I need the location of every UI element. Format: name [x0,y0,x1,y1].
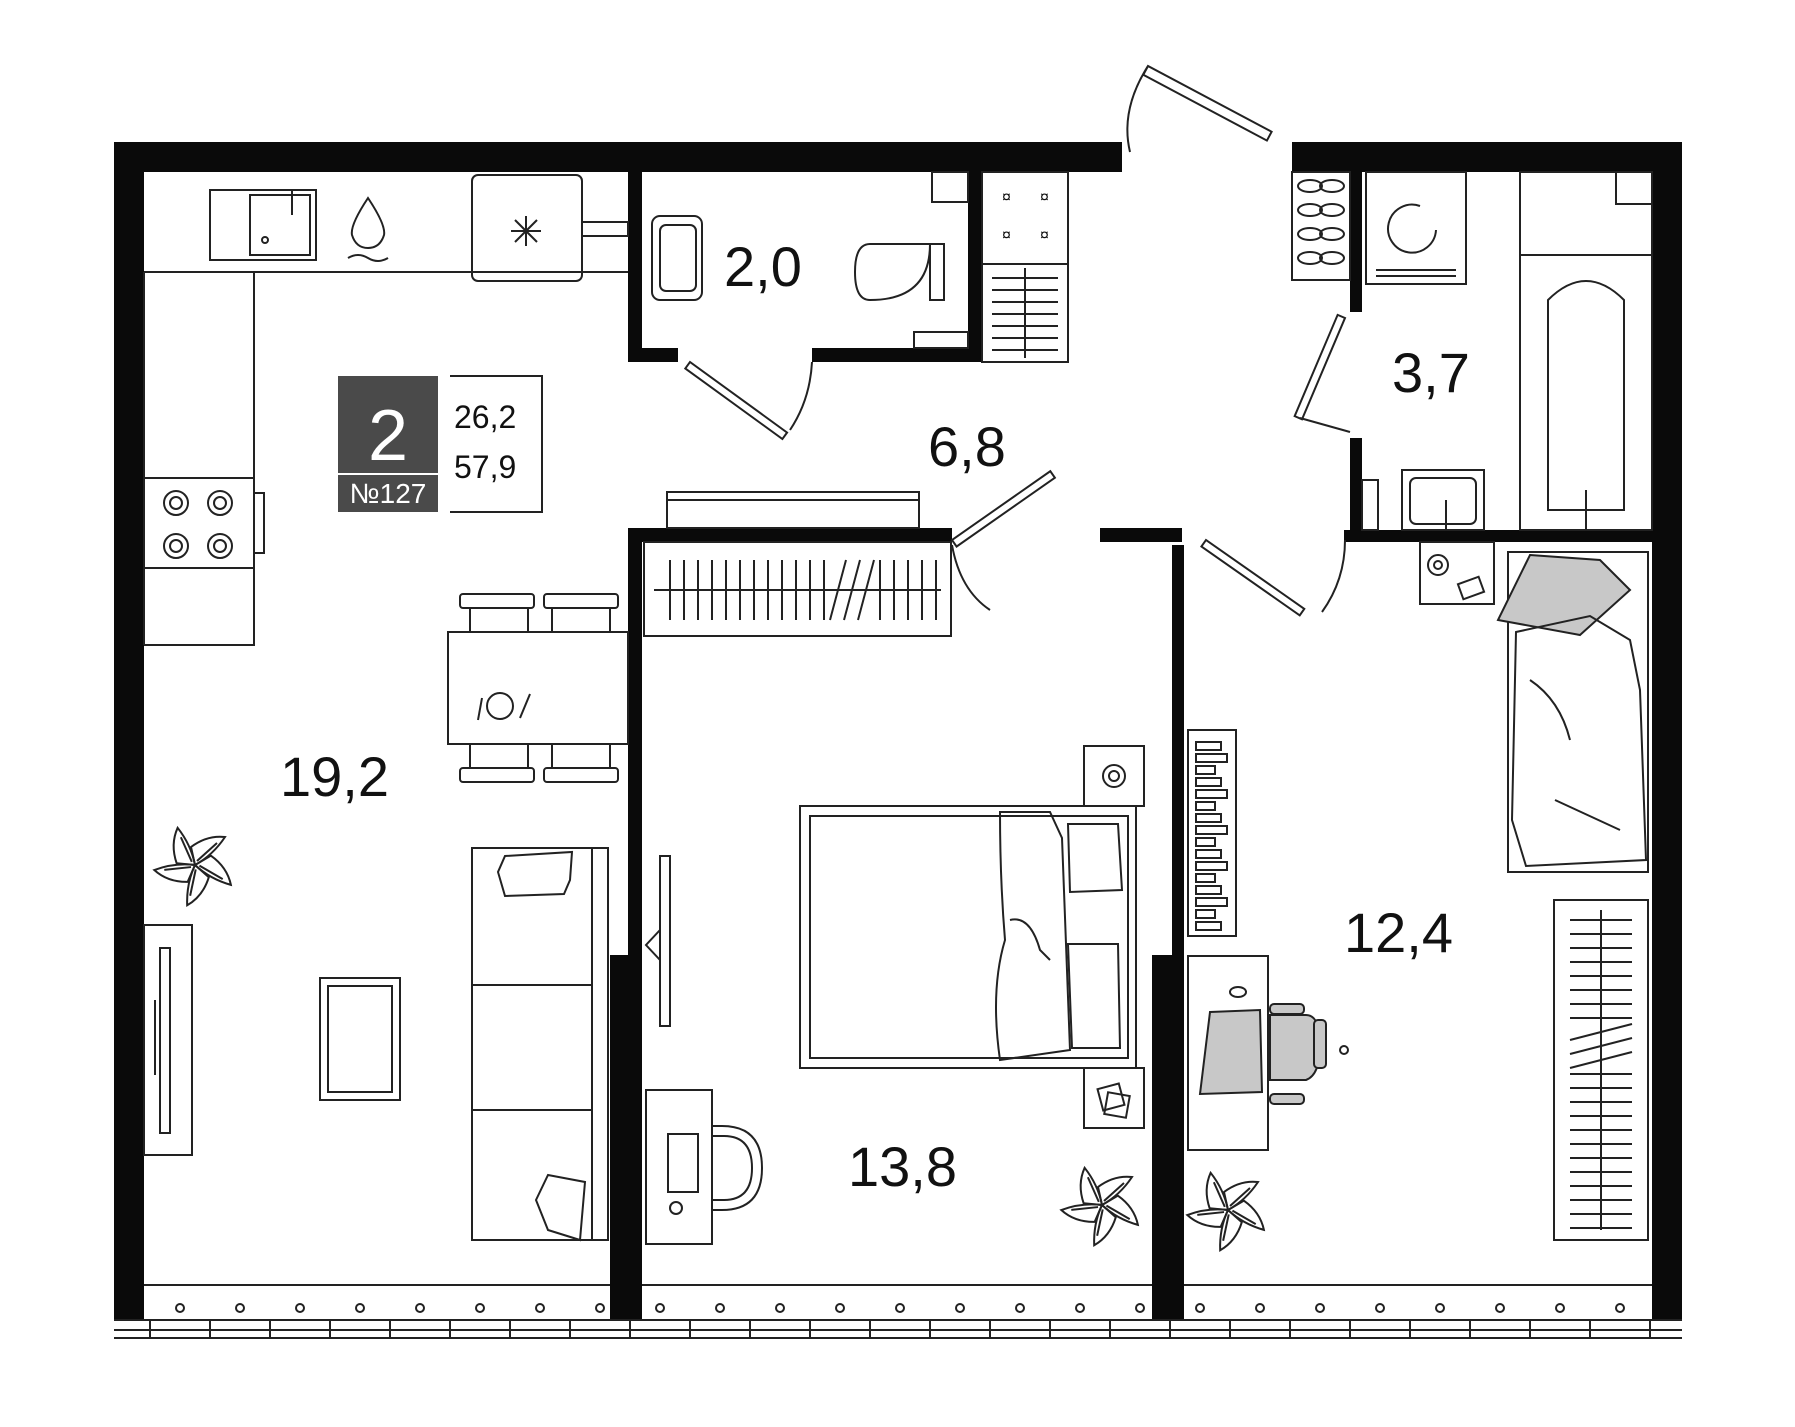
svg-text:¤: ¤ [1040,227,1049,244]
total-area: 57,9 [454,449,516,485]
hall-closet: ¤ ¤ ¤ ¤ [981,171,1069,363]
room-area-wc: 2,0 [724,235,802,298]
living-area: 26,2 [454,399,516,435]
water-drop-icon [347,196,389,262]
sink-icon [209,189,317,261]
svg-text:¤: ¤ [1002,189,1011,206]
coffee-table [319,977,401,1101]
room-area-living: 19,2 [280,745,389,808]
window-rail [114,1284,1682,1339]
snowflake-icon [511,216,541,246]
kitchen [143,174,629,646]
rooms-count-badge [338,376,438,512]
bedroom [643,469,1145,1245]
cooktop-icon [143,477,265,569]
rooms-count: 2 [368,396,408,476]
walls [114,142,1682,1320]
wc [651,171,969,441]
room-area-hall: 6,8 [928,415,1006,478]
dining-table [447,593,629,783]
room-area-room-2: 12,4 [1344,901,1453,964]
svg-text:¤: ¤ [1040,189,1049,206]
sofa [471,847,609,1242]
tv-unit [143,924,193,1156]
svg-text:¤: ¤ [1002,227,1011,244]
washing-machine-icon [1365,171,1467,285]
room-2 [1187,538,1649,1241]
plant-icon [152,825,1266,1252]
shoe-rack [1291,171,1351,281]
bathroom [1293,171,1653,531]
hall-console [666,491,920,529]
apartment-number: №127 [350,478,427,509]
fridge [471,174,629,282]
room-area-bathroom: 3,7 [1392,341,1470,404]
apartment-info: 2 №127 26,2 57,9 [338,375,543,513]
room-area-bedroom: 13,8 [848,1135,957,1198]
entrance-door [1126,64,1273,153]
